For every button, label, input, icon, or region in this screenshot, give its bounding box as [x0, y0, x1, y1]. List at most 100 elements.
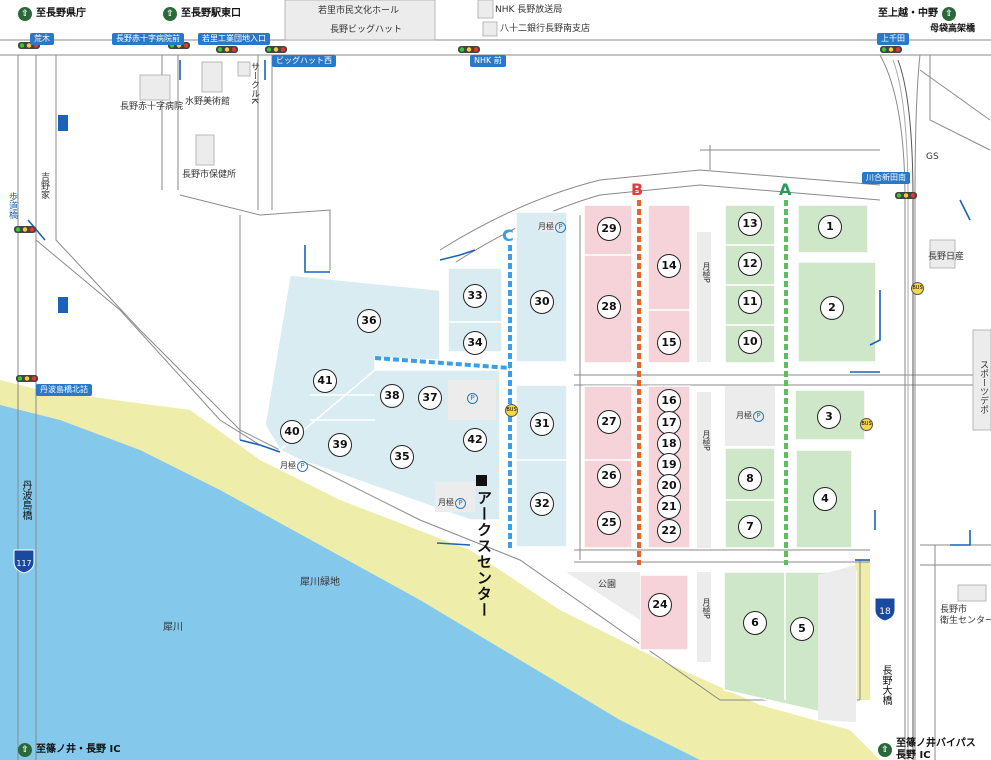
parking-icon: P [702, 614, 711, 619]
route-117-number: 117 [16, 559, 31, 568]
bus-stop-icon: BUS [911, 282, 924, 295]
label-park: 公園 [598, 580, 617, 590]
lot-35[interactable]: 35 [390, 445, 414, 469]
label-boso-viaduct: 母袋高架橋 [930, 24, 976, 34]
bus-stop-icon: BUS [860, 418, 873, 431]
lot-8[interactable]: 8 [738, 467, 762, 491]
line-b-label: B [631, 180, 644, 199]
parking-label: P [466, 393, 478, 404]
lot-1[interactable]: 1 [818, 215, 842, 239]
lot-21[interactable]: 21 [657, 495, 681, 519]
lot-32[interactable]: 32 [530, 492, 554, 516]
label-arcs-center: アークスセンター [475, 490, 493, 618]
parking-icon: P [702, 278, 711, 283]
lot-33[interactable]: 33 [463, 284, 487, 308]
lot-38[interactable]: 38 [380, 384, 404, 408]
parking-label-vertical: 月極P [702, 430, 711, 451]
sign-industrial: 若里工業団地入口 [198, 33, 270, 45]
lot-16[interactable]: 16 [657, 389, 681, 413]
label-nagano-nissan: 長野日産 [928, 252, 965, 262]
label-circle-k: サークルK [249, 62, 259, 104]
label-big-hat: 長野ビッグハット [330, 25, 403, 35]
parking-icon: P [753, 411, 764, 422]
lot-17[interactable]: 17 [657, 411, 681, 435]
label-yoshinoya: 吉野家 [39, 172, 49, 199]
lot-7[interactable]: 7 [738, 515, 762, 539]
parking-label-vertical: 月極P [702, 598, 711, 619]
sign-tanba-north: 丹波島橋北詰 [36, 384, 92, 396]
lot-12[interactable]: 12 [738, 252, 762, 276]
lot-39[interactable]: 39 [328, 433, 352, 457]
arrow-icon: ⇧ [942, 7, 956, 21]
lot-4[interactable]: 4 [813, 487, 837, 511]
lot-31[interactable]: 31 [530, 412, 554, 436]
lot-25[interactable]: 25 [597, 511, 621, 535]
label-hygiene-center: 長野市衛生センター [940, 605, 991, 626]
parking-icon: P [555, 222, 566, 233]
label-red-cross: 長野赤十字病院 [120, 102, 184, 112]
lot-15[interactable]: 15 [657, 331, 681, 355]
lot-5[interactable]: 5 [790, 617, 814, 641]
lot-2[interactable]: 2 [820, 296, 844, 320]
lot-42[interactable]: 42 [463, 428, 487, 452]
lot-34[interactable]: 34 [463, 331, 487, 355]
dest-top-middle: ⇧至長野駅東口 [163, 7, 241, 21]
lot-22[interactable]: 22 [657, 519, 681, 543]
lot-37[interactable]: 37 [418, 386, 442, 410]
dest-top-left: ⇧至長野県庁 [18, 7, 86, 21]
label-green: 犀川緑地 [300, 577, 340, 588]
dest-bottom-right: ⇧至篠ノ井バイパス長野 IC [878, 738, 976, 760]
lot-26[interactable]: 26 [597, 464, 621, 488]
route-117-shield: 117 [13, 548, 35, 574]
dest-top-right: 至上越・中野⇧ [878, 7, 956, 21]
river-saigawa [0, 405, 700, 760]
line-c-branch [374, 356, 511, 370]
lot-40[interactable]: 40 [280, 420, 304, 444]
sign-arakishi: 荒木 [30, 33, 54, 45]
label-tanba-bridge: 丹波島橋 [20, 480, 31, 520]
label-river: 犀川 [163, 622, 183, 633]
lot-24[interactable]: 24 [648, 593, 672, 617]
sign-hospital: 長野赤十字病院前 [112, 33, 184, 45]
lot-6[interactable]: 6 [743, 611, 767, 635]
arrow-icon: ⇧ [878, 743, 892, 757]
lot-11[interactable]: 11 [738, 290, 762, 314]
route-18-shield: 18 [874, 596, 896, 622]
line-a-label: A [779, 180, 792, 199]
route-18-number: 18 [879, 607, 891, 617]
lot-13[interactable]: 13 [738, 212, 762, 236]
arrow-icon: ⇧ [18, 743, 32, 757]
arcs-center-marker [476, 475, 487, 486]
lot-3[interactable]: 3 [817, 405, 841, 429]
riverbank-right [855, 560, 870, 700]
label-sports-depot: スポーツデポ [978, 360, 988, 414]
lot-10[interactable]: 10 [738, 330, 762, 354]
line-c-label: C [502, 226, 514, 245]
lot-36[interactable]: 36 [357, 309, 381, 333]
sign-kawai: 川合新田南 [862, 172, 910, 184]
lot-30[interactable]: 30 [530, 290, 554, 314]
lot-18[interactable]: 18 [657, 432, 681, 456]
sign-kamichitose: 上千田 [877, 33, 909, 45]
lot-28[interactable]: 28 [597, 295, 621, 319]
parking-icon: P [467, 393, 478, 404]
lot-27[interactable]: 27 [597, 410, 621, 434]
lot-41[interactable]: 41 [313, 369, 337, 393]
bus-stop-icon: BUS [505, 404, 518, 417]
lot-19[interactable]: 19 [657, 453, 681, 477]
lot-14[interactable]: 14 [657, 254, 681, 278]
dest-bottom-left: ⇧至篠ノ井・長野 IC [18, 743, 121, 757]
parking-label-vertical: 月極P [702, 262, 711, 283]
sign-nhk: NHK 前 [470, 55, 506, 67]
lot-29[interactable]: 29 [597, 217, 621, 241]
parking-icon: P [455, 498, 466, 509]
label-nhk-station: NHK 長野放送局 [495, 5, 563, 15]
parking-icon: P [702, 446, 711, 451]
parking-icon: P [297, 461, 308, 472]
arrow-icon: ⇧ [163, 7, 177, 21]
